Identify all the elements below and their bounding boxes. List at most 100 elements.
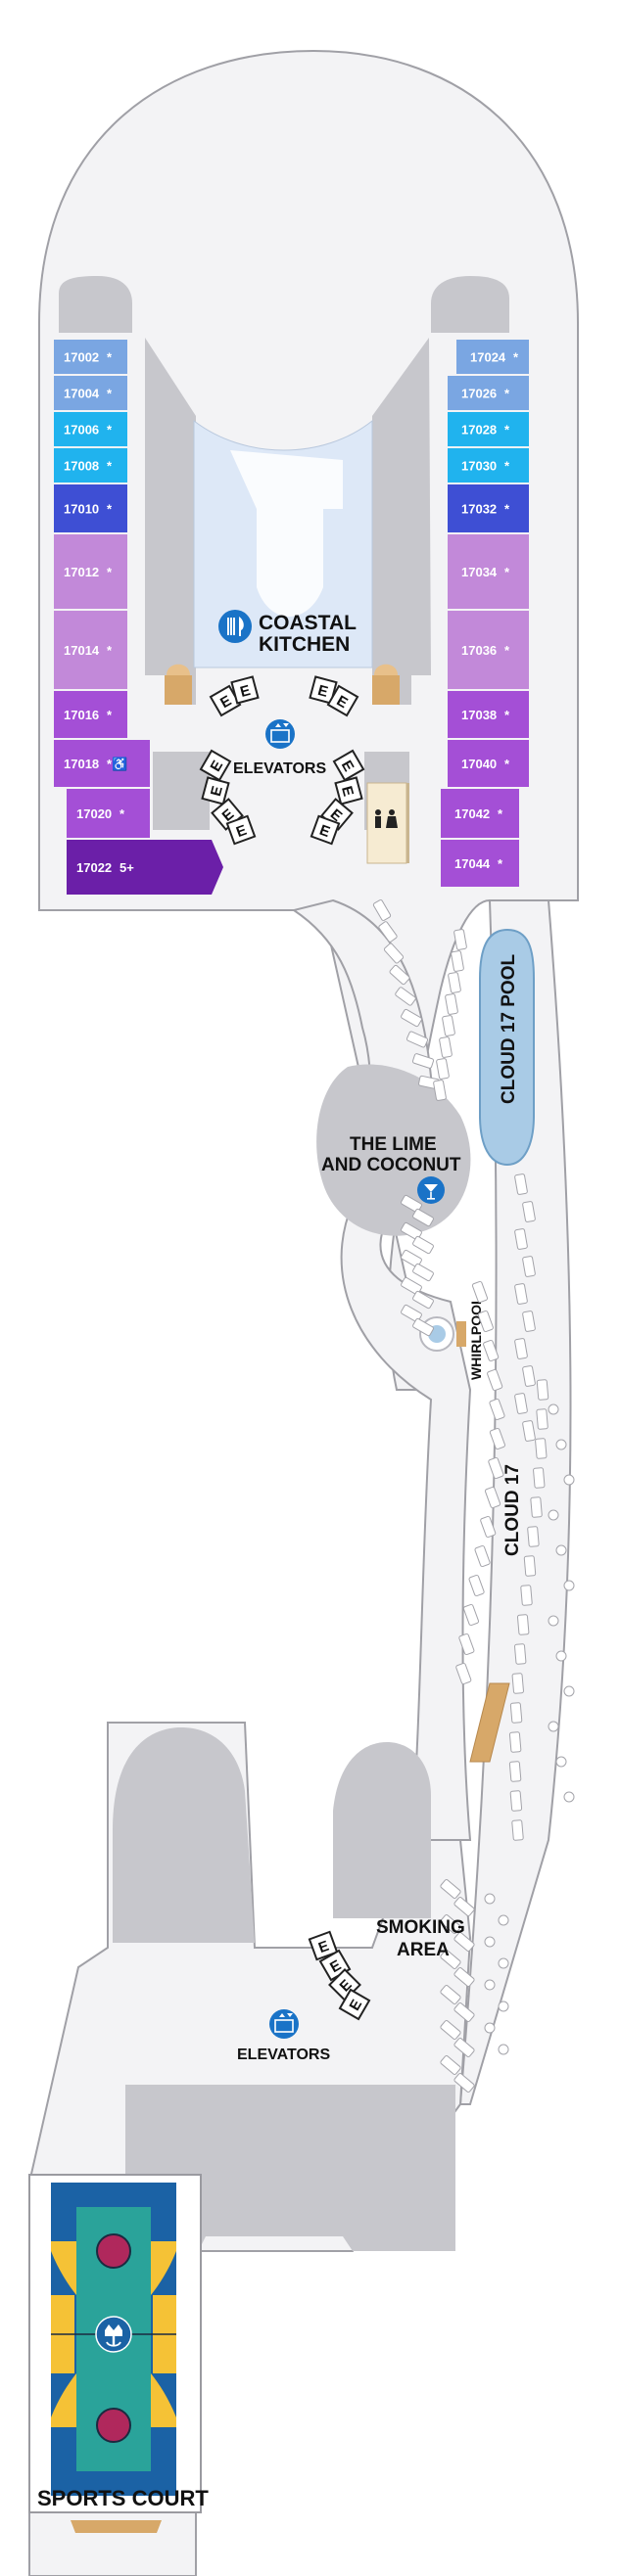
court-yellow-bottom-right	[151, 2373, 176, 2427]
court-circle-bottom	[96, 2408, 131, 2443]
cabin-17040[interactable]: 17040*	[448, 740, 529, 787]
cabin-block	[441, 840, 519, 887]
cabin-feature-mark: *	[498, 806, 503, 821]
cabin-number: 17030	[461, 459, 497, 474]
elevator-door[interactable]: E	[334, 776, 363, 805]
lounger	[401, 1221, 422, 1241]
elevator-door[interactable]: E	[326, 684, 359, 717]
elevator-door[interactable]: E	[310, 814, 341, 846]
cabin-17042[interactable]: 17042*	[441, 789, 519, 838]
cabin-block	[67, 789, 150, 838]
cabin-17044[interactable]: 17044*	[441, 840, 519, 887]
cabin-feature-mark: *	[504, 708, 510, 722]
cabin-17002[interactable]: 17002*	[54, 340, 127, 374]
lounger	[520, 1585, 533, 1606]
lounger	[509, 1702, 523, 1724]
cabin-17010[interactable]: 17010*	[54, 484, 127, 532]
cabin-17008[interactable]: 17008*	[54, 448, 127, 483]
cabin-17032[interactable]: 17032*	[448, 484, 529, 532]
cabin-block	[448, 611, 529, 689]
cabin-feature-mark: *	[107, 387, 113, 401]
cabin-17036[interactable]: 17036*	[448, 611, 529, 689]
svg-text:E: E	[238, 682, 252, 701]
elevator-icon	[269, 2009, 299, 2039]
cabin-number: 17034	[461, 565, 498, 579]
cabin-number: 17012	[64, 565, 99, 579]
coastal-kitchen-venue[interactable]: COASTAL KITCHEN	[193, 419, 373, 668]
lounger	[516, 1614, 530, 1635]
sports-court[interactable]: SPORTS COURT	[28, 2174, 209, 2533]
forward-port-gray-block	[59, 276, 132, 333]
lime-and-coconut-bar[interactable]: THE LIME AND COCONUT	[316, 1064, 471, 1236]
lounger	[511, 1673, 524, 1694]
cabin-block	[54, 340, 127, 374]
elevator-door[interactable]: E	[199, 749, 232, 782]
cabin-block	[54, 740, 150, 787]
cabin-block	[54, 448, 127, 483]
lounger	[453, 2073, 475, 2093]
lounger	[474, 1544, 491, 1568]
lounger	[378, 921, 398, 943]
cabin-17018[interactable]: 17018*♿	[54, 740, 150, 787]
elevator-door[interactable]: E	[209, 684, 242, 717]
cabin-17038[interactable]: 17038 *	[448, 691, 529, 738]
cabin-17014[interactable]: 17014*	[54, 611, 127, 689]
smoking-area-label-line2: AREA	[397, 1940, 450, 1960]
cabin-17004[interactable]: 17004*	[54, 376, 127, 410]
cabin-17030[interactable]: 17030*	[448, 448, 529, 483]
cloud-17-pool[interactable]: CLOUD 17 POOL	[479, 928, 535, 1167]
lounger	[527, 1526, 540, 1547]
cabin-block	[456, 340, 529, 374]
table	[555, 1756, 567, 1768]
cabin-number: 17038	[461, 708, 497, 722]
pool-label: CLOUD 17 POOL	[499, 954, 519, 1104]
elevator-door[interactable]: E	[225, 814, 257, 846]
lounger	[401, 1276, 422, 1296]
smoking-area[interactable]: SMOKING AREA	[376, 1917, 465, 1960]
cabin-number: 17014	[64, 643, 100, 658]
lounger	[401, 1304, 422, 1323]
elevator-door[interactable]: E	[332, 749, 365, 782]
lounger	[508, 1731, 522, 1753]
elevator-door[interactable]: E	[230, 675, 260, 705]
cabins-starboard-side: 17024*17026*17028*17030*17032*17034*1703…	[441, 340, 529, 887]
aft-large-gray-block	[125, 2085, 455, 2256]
cabin-17020[interactable]: 17020*	[67, 789, 150, 838]
elevator-door[interactable]: E	[309, 675, 338, 705]
forward-gray-corridor-left	[145, 338, 196, 705]
lounger	[489, 1427, 505, 1450]
elevator-door[interactable]: E	[338, 1988, 371, 2021]
cabin-17006[interactable]: 17006*	[54, 412, 127, 446]
elevator-door[interactable]: E	[201, 776, 230, 805]
cocktail-glass-icon	[417, 1176, 445, 1204]
lounger	[440, 1985, 461, 2004]
cabin-17016[interactable]: 17016*	[54, 691, 127, 738]
lounger	[412, 1263, 434, 1282]
cabin-feature-mark: *	[107, 459, 113, 474]
lounger	[522, 1201, 536, 1222]
lounger	[489, 1398, 505, 1421]
cabin-17028[interactable]: 17028*	[448, 412, 529, 446]
cabin-feature-mark: *	[107, 502, 113, 517]
lounger	[514, 1228, 528, 1250]
elevator-door[interactable]: E	[308, 1930, 339, 1961]
cabin-17026[interactable]: 17026*	[448, 376, 529, 410]
lounger	[522, 1420, 536, 1442]
lounger	[522, 1311, 536, 1332]
coastal-kitchen-interior	[230, 450, 343, 617]
cabin-17024[interactable]: 17024*	[456, 340, 529, 374]
lounger	[480, 1515, 497, 1539]
lounger	[514, 1173, 528, 1195]
lounger	[405, 1031, 429, 1048]
lounger	[440, 2055, 461, 2075]
pool-water	[479, 928, 535, 1167]
lounger	[508, 1761, 522, 1782]
cabin-17034[interactable]: 17034*	[448, 534, 529, 609]
table	[484, 1979, 496, 1991]
cabin-17012[interactable]: 17012*	[54, 534, 127, 609]
cabin-number: 17002	[64, 350, 99, 365]
